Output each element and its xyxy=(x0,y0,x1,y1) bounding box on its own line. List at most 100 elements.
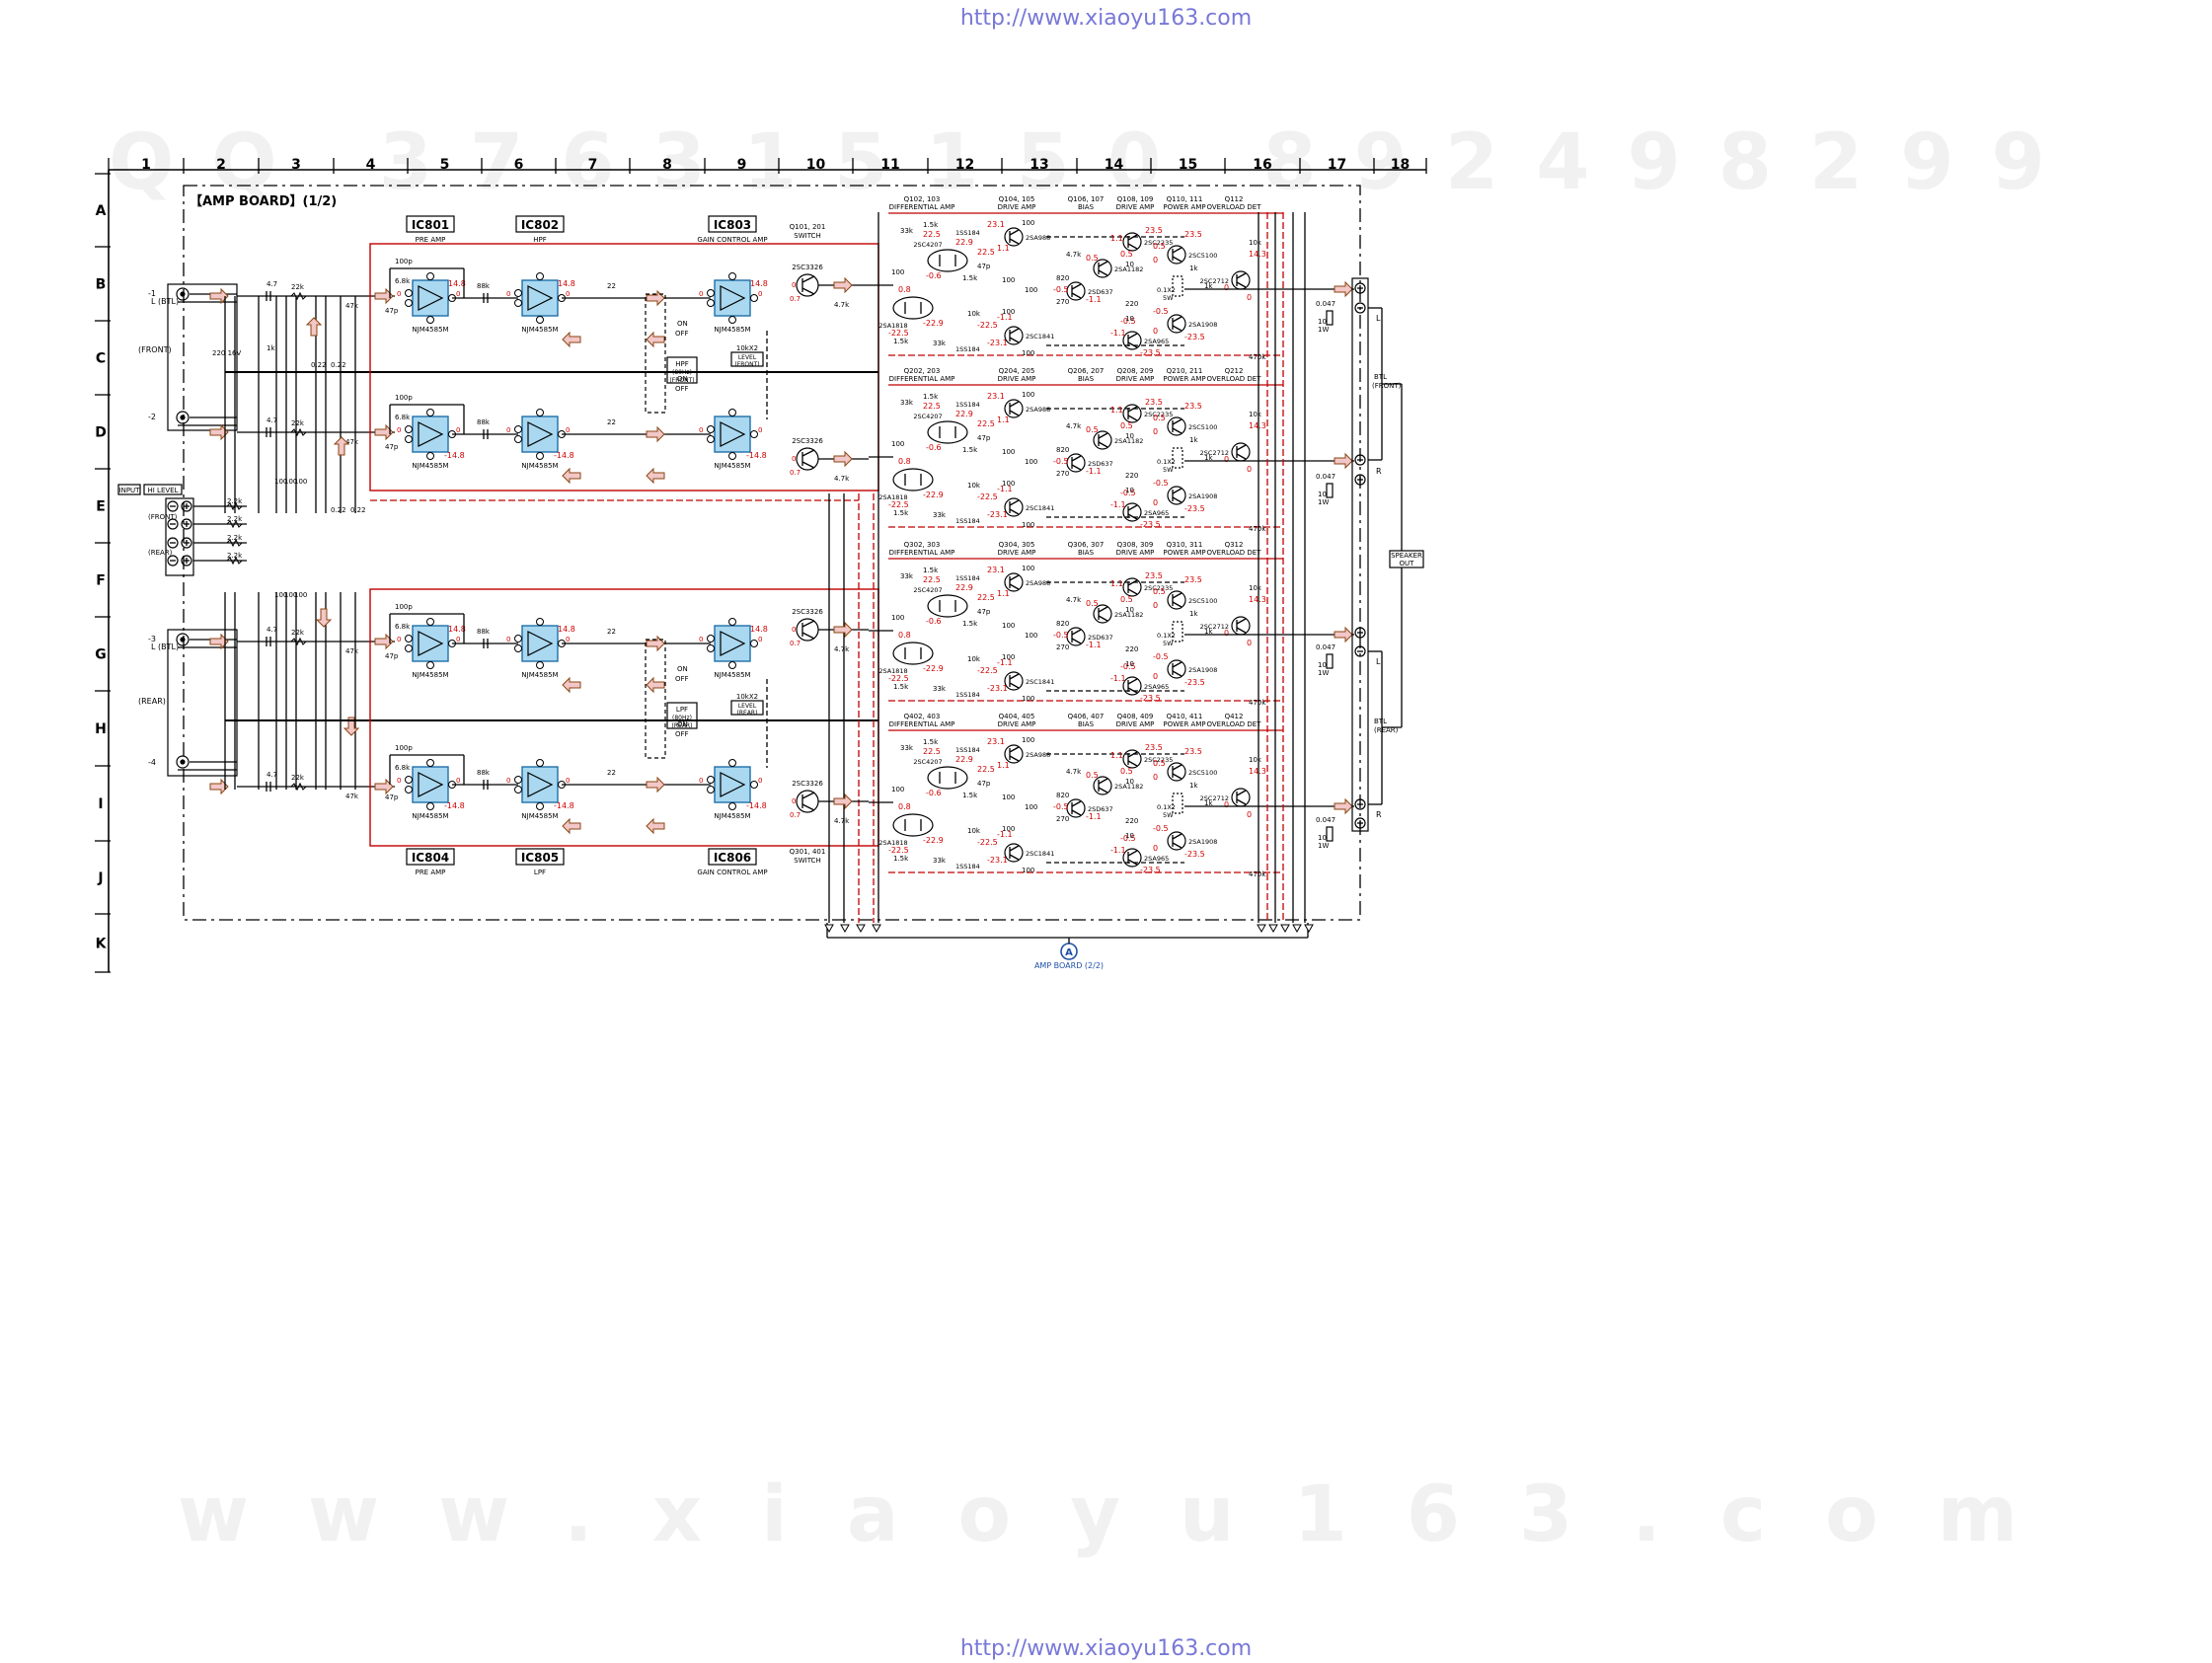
speaker-term-2-minus-terminal xyxy=(1354,454,1366,466)
coupling-cap-value: 4.7 xyxy=(267,280,277,288)
opamp-pin xyxy=(514,289,522,297)
stage-0-bias-mid-emitter xyxy=(1071,292,1082,299)
stage-2-v-det-b: 0 xyxy=(1224,629,1229,638)
stage-0-r15k-b: 1.5k xyxy=(893,338,909,345)
filter-arrow xyxy=(646,289,665,307)
stage-0-bdrive-bottom xyxy=(1122,331,1142,350)
pin-voltage: 0 xyxy=(397,777,401,785)
stage-2-v-det: 14.3 xyxy=(1249,595,1266,604)
stage-1-drive-bottom xyxy=(1004,497,1024,517)
stage-2-r10-b: 10 xyxy=(1125,660,1134,668)
stage-2-drive-top xyxy=(1004,572,1024,592)
pin-voltage: 0 xyxy=(566,426,570,434)
pot-pos: (FRONT) xyxy=(734,361,759,368)
stage-2-drive-top-collector xyxy=(1009,574,1020,581)
stage-3-bias-mid xyxy=(1066,798,1086,818)
opamp-pin xyxy=(514,635,522,643)
coupling-cap-value: 4.7 xyxy=(267,626,277,634)
stage-1-drive-bottom-part: 2SC1841 xyxy=(1026,504,1054,512)
stage-2-r01x2-watt: 5W xyxy=(1163,640,1174,647)
flow-arrow-down-1 xyxy=(315,608,333,628)
column-label-14: 14 xyxy=(1105,157,1124,173)
stage-3-pre-part: 2SA1818 xyxy=(878,839,907,847)
feedback-arrow-2 xyxy=(562,467,581,485)
stage-3-power-top-emitter xyxy=(1172,773,1182,780)
stage-0-bdrive-bottom-emitter xyxy=(1127,341,1138,348)
input-resistor-value: 22k xyxy=(291,774,305,782)
opamp-pin xyxy=(405,786,413,794)
bus-cap-022: 0.22 xyxy=(311,361,327,369)
stage-0-v-bd-e2: -0.5 xyxy=(1120,317,1136,326)
opamp-pin xyxy=(405,776,413,784)
rail-voltage-pos: 14.8 xyxy=(558,625,575,634)
pin-voltage: 0 xyxy=(758,290,762,298)
stage-0-v-pw-e2: 0 xyxy=(1153,327,1158,336)
opamp-triangle xyxy=(527,772,554,797)
stage-0-v-drv-b2: -22.5 xyxy=(977,321,998,330)
column-label-15: 15 xyxy=(1179,157,1197,173)
filter-pos: (FRONT) xyxy=(669,377,694,384)
electrolytic-220-16v: 220 16V xyxy=(212,349,241,357)
switch-transistor-part: 2SC3326 xyxy=(792,437,823,445)
switch-transistor-emitter xyxy=(801,632,815,640)
source-url-bottom[interactable]: http://www.xiaoyu163.com xyxy=(959,1636,1253,1661)
opamp-pin xyxy=(405,299,413,307)
stage-3-r33k-b: 33k xyxy=(933,857,947,865)
btl-rear-r: R xyxy=(1376,810,1382,819)
stage-1-bias-mid-part: 2SD637 xyxy=(1088,460,1113,468)
stage-0-v-bd-e: 0.5 xyxy=(1120,250,1133,259)
stage-1-bdrive-bottom-collector xyxy=(1127,504,1138,511)
speaker-out-label-2: OUT xyxy=(1400,560,1415,567)
stage-2-v-pw-e2: 0 xyxy=(1153,672,1158,681)
stage-2-bias-mid xyxy=(1066,627,1086,646)
resistor-1k: 1k xyxy=(267,344,275,352)
stage-1-r820: 820 xyxy=(1056,446,1069,454)
opamp-pin xyxy=(750,640,758,647)
switch-off-label: OFF xyxy=(675,330,689,338)
stage-2-drive-bottom-emitter xyxy=(1009,682,1020,689)
opamp-pin xyxy=(405,289,413,297)
opamp-pin-vcc xyxy=(728,618,736,626)
opamp-part-number: NJM4585M xyxy=(714,462,750,470)
stage-0-v-pw-b: 0.5 xyxy=(1153,242,1166,251)
stage-3-diode-b: 1SS184 xyxy=(955,863,980,870)
stage-1-r100: 100 xyxy=(1022,391,1034,399)
source-url-top[interactable]: http://www.xiaoyu163.com xyxy=(959,6,1253,31)
opamp-part-number: NJM4585M xyxy=(412,462,448,470)
stage-1-v-pw-e: 0 xyxy=(1153,427,1158,436)
stage-0-r100: 100 xyxy=(1022,219,1034,227)
opamp-pin-vee xyxy=(426,802,434,810)
stage-0-drive-top-part: 2SA988 xyxy=(1026,234,1050,242)
stage-3-power-bottom-collector xyxy=(1172,833,1182,840)
rail-voltage-neg: -14.8 xyxy=(746,451,767,460)
ic-func-IC801: PRE AMP xyxy=(416,236,446,244)
stage-3-v-pw-b: 0.5 xyxy=(1153,759,1166,768)
stage-1-drive-top xyxy=(1004,399,1024,418)
stage-3-r4k7: 4.7k xyxy=(1066,768,1082,776)
stage-0-power-top-part: 2SC5100 xyxy=(1188,252,1217,260)
stage-0-v-det-e: 0 xyxy=(1247,293,1252,302)
opamp-stage-9 xyxy=(405,759,456,810)
rail-voltage-pos: 14.8 xyxy=(750,625,768,634)
column-label-11: 11 xyxy=(880,157,899,173)
opamp-part-number: NJM4585M xyxy=(714,671,750,679)
stage-1-v-bias-c: 0.5 xyxy=(1086,425,1099,434)
stage-3-bdrive-ref: Q408, 409 xyxy=(1117,713,1154,720)
stage-1-bdrive-top-part: 2SC2235 xyxy=(1144,411,1173,418)
opamp-pin-vcc xyxy=(536,618,544,626)
stage-1-power-top-part: 2SC5100 xyxy=(1188,423,1217,431)
stage-1-v-bd-c: 23.5 xyxy=(1145,398,1163,407)
stage-0-diff-pair-bottom xyxy=(892,296,934,320)
feedback-cap-value: 100p xyxy=(395,744,413,752)
zobel-res-w-1: 1W xyxy=(1318,498,1329,506)
stage-3-power-func: POWER AMP xyxy=(1163,720,1205,728)
stage-0-c100: 100 xyxy=(891,268,904,276)
switch-resistor-value: 4.7k xyxy=(834,817,850,825)
stage-2-v-drv-e2: -1.1 xyxy=(997,658,1013,667)
stage-2-det-collector xyxy=(1236,618,1247,625)
opamp-pin-vee xyxy=(536,661,544,669)
stage-0-drive-bottom-part: 2SC1841 xyxy=(1026,333,1054,340)
stage-2-v-bias-b: -0.5 xyxy=(1053,631,1069,640)
pot-label-box xyxy=(730,351,764,367)
